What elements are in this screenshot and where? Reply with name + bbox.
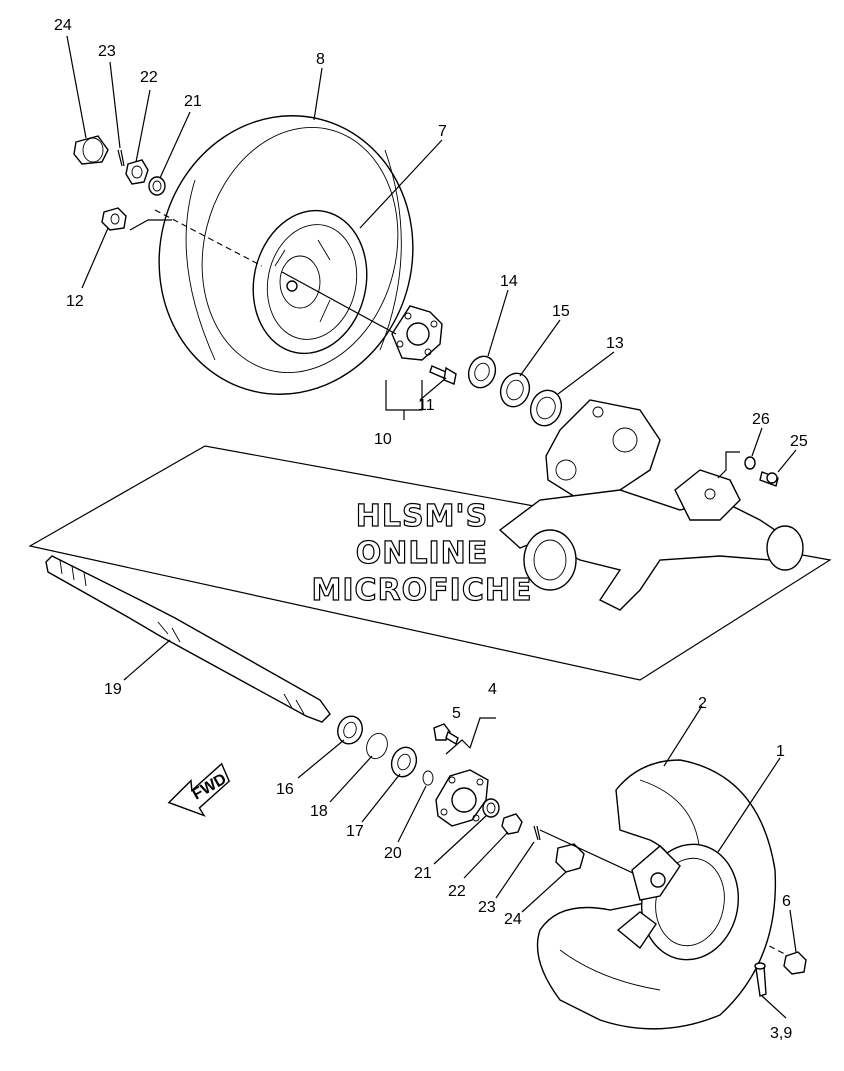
callout-22-top: 22 bbox=[140, 69, 158, 86]
rear-axle-19 bbox=[45, 555, 331, 723]
hub-10 bbox=[391, 305, 443, 361]
callout-5: 5 bbox=[452, 705, 461, 722]
callout-15: 15 bbox=[552, 303, 570, 320]
callout-18: 18 bbox=[310, 803, 328, 820]
callout-20: 20 bbox=[384, 845, 402, 862]
fwd-arrow: FWD bbox=[167, 762, 231, 817]
callout-21-bottom: 21 bbox=[414, 865, 432, 882]
callout-7: 7 bbox=[438, 123, 447, 140]
watermark-line2: ONLINE bbox=[356, 536, 489, 571]
cotter-pin-23-top bbox=[117, 149, 125, 167]
upper-axle-centerline bbox=[154, 209, 263, 267]
cotter-pin-23-bottom bbox=[533, 825, 541, 841]
callout-3-9: 3,9 bbox=[770, 1025, 792, 1042]
nut-12 bbox=[101, 207, 127, 231]
nut-22-top bbox=[125, 159, 149, 185]
callout-16: 16 bbox=[276, 781, 294, 798]
upper-rim-7 bbox=[252, 209, 368, 355]
callout-8: 8 bbox=[316, 51, 325, 68]
upper-axle-line bbox=[281, 271, 397, 335]
o-ring-20 bbox=[422, 770, 434, 786]
final-gear-case bbox=[545, 399, 661, 501]
callout-labels: 24 23 22 21 8 7 12 14 15 13 11 10 26 25 … bbox=[54, 17, 808, 1042]
seal-14 bbox=[467, 355, 497, 389]
watermark-line3: MICROFICHE bbox=[312, 573, 533, 608]
callout-17: 17 bbox=[346, 823, 364, 840]
bearing-15 bbox=[499, 372, 531, 408]
washer-21-bottom bbox=[482, 798, 500, 818]
callout-11: 11 bbox=[418, 397, 435, 414]
callout-1: 1 bbox=[776, 743, 785, 760]
bearing-17 bbox=[390, 746, 418, 778]
hub-4 bbox=[435, 769, 489, 827]
watermark: HLSM'S ONLINE MICROFICHE bbox=[311, 498, 533, 608]
nut-6 bbox=[783, 951, 807, 975]
callout-10: 10 bbox=[374, 431, 392, 448]
hub-4-bracket bbox=[445, 717, 496, 755]
nut-24-top bbox=[73, 135, 109, 165]
callout-22-bottom: 22 bbox=[448, 883, 466, 900]
callout-23-top: 23 bbox=[98, 43, 116, 60]
washer-21-top bbox=[148, 176, 166, 196]
watermark-line1: HLSM'S bbox=[356, 499, 488, 534]
leader-lines bbox=[66, 35, 797, 1019]
lower-axle-line bbox=[539, 829, 649, 881]
swingarm bbox=[498, 469, 804, 611]
nut-12-leader-bracket bbox=[129, 219, 172, 231]
valve-3-9 bbox=[754, 962, 767, 997]
washer-26 bbox=[744, 456, 756, 470]
nut-22-bottom bbox=[501, 813, 523, 835]
callout-2: 2 bbox=[698, 695, 707, 712]
callout-24-bottom: 24 bbox=[504, 911, 522, 928]
bolt-25 bbox=[759, 471, 779, 487]
nut-24-bottom bbox=[555, 843, 585, 873]
callout-26: 26 bbox=[752, 411, 770, 428]
bracket-25-26 bbox=[717, 451, 740, 479]
seal-16 bbox=[337, 715, 363, 745]
callout-4: 4 bbox=[488, 681, 497, 698]
callout-6: 6 bbox=[782, 893, 791, 910]
panel-outline bbox=[28, 445, 832, 681]
callout-23-bottom: 23 bbox=[478, 899, 496, 916]
callout-24-top: 24 bbox=[54, 17, 72, 34]
bolt-11 bbox=[429, 365, 457, 385]
callout-12: 12 bbox=[66, 293, 84, 310]
lower-rim-1 bbox=[616, 843, 740, 961]
circlip-18 bbox=[366, 732, 388, 760]
bolt-5 bbox=[433, 723, 459, 746]
callout-19: 19 bbox=[104, 681, 122, 698]
callout-13: 13 bbox=[606, 335, 624, 352]
callout-25: 25 bbox=[790, 433, 808, 450]
callout-21-top: 21 bbox=[184, 93, 202, 110]
bearing-13 bbox=[529, 389, 563, 427]
callout-14: 14 bbox=[500, 273, 518, 290]
